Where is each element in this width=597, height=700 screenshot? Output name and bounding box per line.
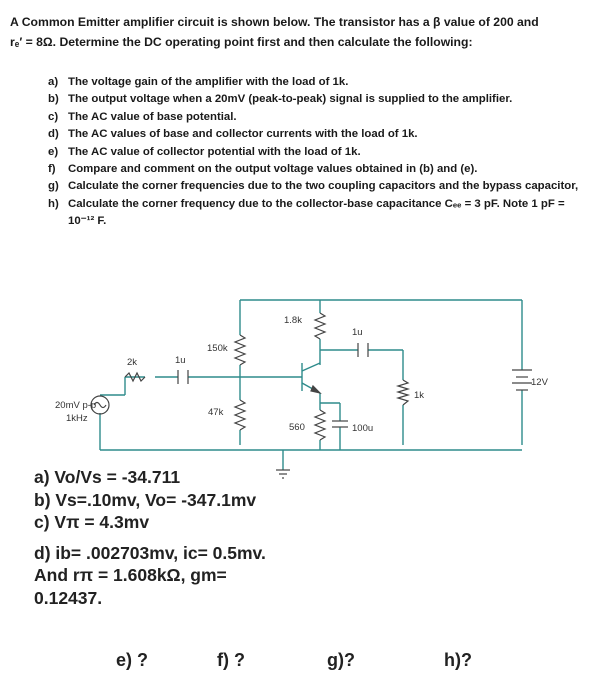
question-item: c)The AC value of base potential. xyxy=(48,110,237,123)
question-item: g)Calculate the corner frequencies due t… xyxy=(48,180,579,193)
input-capacitor-label: 1u xyxy=(175,355,186,366)
intro-line-1: A Common Emitter amplifier circuit is sh… xyxy=(10,15,539,29)
pending-f: f) ? xyxy=(217,650,245,670)
pending-e: e) ? xyxy=(116,650,149,670)
bias-bottom-resistor-label: 47k xyxy=(208,407,224,418)
intro-line-2: rₑ′ = 8Ω. Determine the DC operating poi… xyxy=(10,35,473,49)
amplifier-schematic: 20mV p-p 1kHz 2k 1u 150k 47k 1.8k 1u 560… xyxy=(55,299,549,479)
pending-questions: e) ? f) ? g)? h)? xyxy=(0,650,597,678)
emitter-resistor-label: 560 xyxy=(289,422,305,433)
answer-d-line-1: d) ib= .002703mv, ic= 0.5mv. xyxy=(34,542,266,563)
question-item: a)The voltage gain of the amplifier with… xyxy=(48,76,349,88)
pending-g: g)? xyxy=(327,650,355,670)
question-item: f)Compare and comment on the output volt… xyxy=(48,163,478,176)
source-resistor-label: 2k xyxy=(127,357,137,368)
output-capacitor-label: 1u xyxy=(352,327,363,338)
bypass-capacitor-label: 100u xyxy=(352,423,373,434)
answer-c: c) Vπ = 4.3mv xyxy=(34,512,150,532)
supply-voltage-label: 12V xyxy=(531,377,549,388)
source-frequency-label: 1kHz xyxy=(66,413,88,424)
question-item: h)Calculate the corner frequency due to … xyxy=(48,197,565,228)
question-item: b)The output voltage when a 20mV (peak-t… xyxy=(48,93,513,106)
pending-h: h)? xyxy=(444,650,472,670)
answer-b: b) Vs=.10mv, Vo= -347.1mv xyxy=(34,489,257,510)
question-item: d)The AC values of base and collector cu… xyxy=(48,128,418,141)
answer-d-line-3: 0.12437. xyxy=(34,587,103,608)
handwritten-answers: a) Vo/Vs = -34.711 b) Vs=.10mv, Vo= -347… xyxy=(34,466,574,609)
answer-a: a) Vo/Vs = -34.711 xyxy=(34,467,181,487)
problem-statement: A Common Emitter amplifier circuit is sh… xyxy=(10,12,590,52)
question-item: e)The AC value of collector potential wi… xyxy=(48,145,361,158)
collector-resistor-label: 1.8k xyxy=(284,315,302,326)
question-list: a)The voltage gain of the amplifier with… xyxy=(48,74,588,231)
answer-d-line-2: And rπ = 1.608kΩ, gm= xyxy=(34,565,227,585)
bias-top-resistor-label: 150k xyxy=(207,343,228,354)
source-amplitude-label: 20mV p-p xyxy=(55,400,96,411)
load-resistor-label: 1k xyxy=(414,390,424,401)
